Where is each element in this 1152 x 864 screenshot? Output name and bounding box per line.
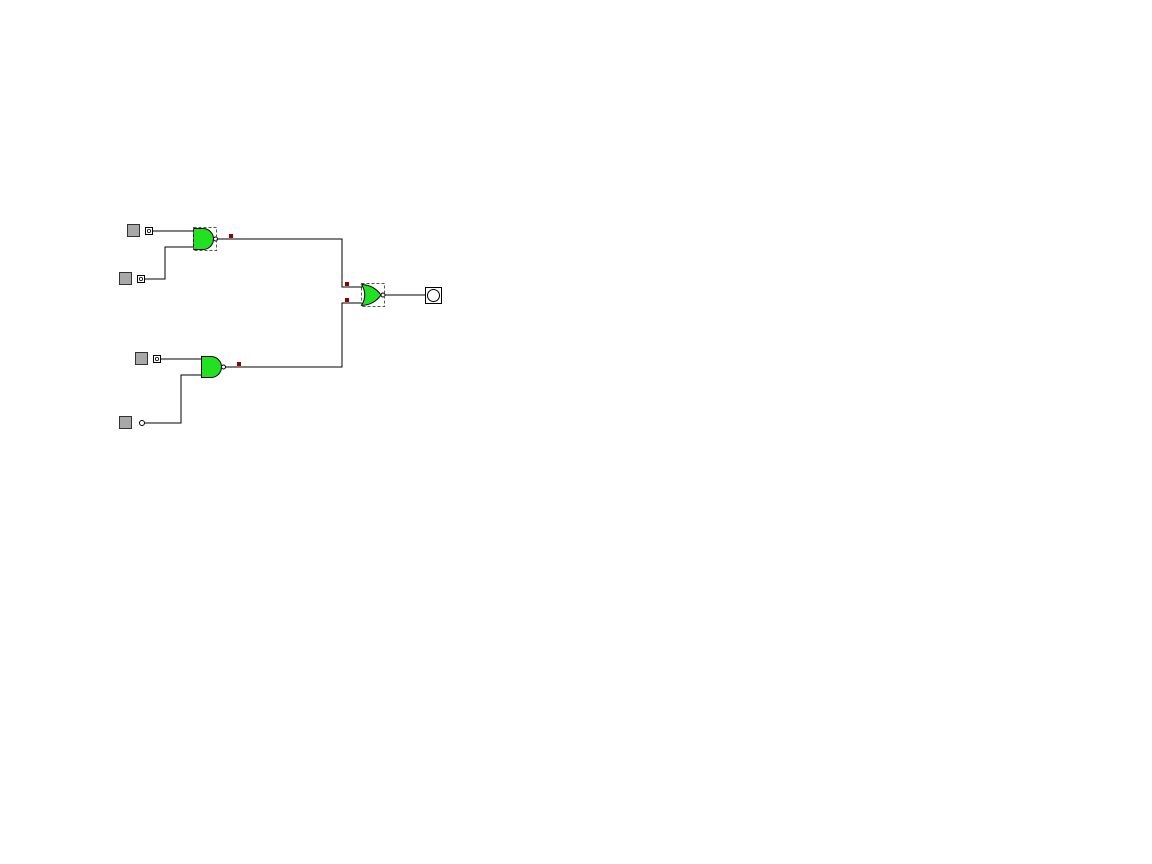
input-switch-1[interactable]: [127, 224, 153, 237]
input-terminal-dot: [146, 228, 151, 233]
output-led-1[interactable]: [425, 287, 442, 304]
gate-1-nand[interactable]: [193, 227, 218, 251]
wire-gate2-gate3[interactable]: [225, 302, 362, 368]
selection-box: [193, 227, 217, 251]
input-switch-2[interactable]: [119, 272, 145, 285]
input-switch-icon[interactable]: [119, 272, 132, 285]
gate-3-nor[interactable]: [360, 283, 386, 307]
input-switch-icon[interactable]: [135, 352, 148, 365]
input-terminal-icon: [153, 355, 161, 363]
nand-gate-icon[interactable]: [193, 228, 214, 250]
input-switch-3[interactable]: [135, 352, 161, 365]
wire-in2-gate1[interactable]: [144, 246, 193, 280]
probe-marker-icon[interactable]: [229, 234, 233, 238]
gate-2-nand[interactable]: [201, 356, 226, 378]
wire-gate1-gate3[interactable]: [217, 238, 362, 288]
input-switch-icon[interactable]: [119, 416, 132, 429]
probe-marker-icon[interactable]: [345, 282, 349, 286]
selection-box: [361, 283, 385, 307]
input-switch-4[interactable]: [119, 416, 145, 429]
input-terminal-dot: [138, 276, 143, 281]
input-terminal-icon: [137, 275, 145, 283]
inversion-bubble-icon: [221, 364, 226, 370]
input-switch-icon[interactable]: [127, 224, 140, 237]
nand-gate-icon[interactable]: [201, 356, 222, 378]
nor-gate-icon[interactable]: [360, 283, 382, 307]
probe-marker-icon[interactable]: [237, 362, 241, 366]
output-led-icon[interactable]: [427, 289, 440, 302]
input-terminal-dot: [154, 356, 159, 361]
input-terminal-icon: [145, 227, 153, 235]
wires: [144, 230, 425, 424]
wire-in4-gate2[interactable]: [145, 374, 201, 424]
probe-markers: [229, 234, 349, 366]
input-terminal-icon: [139, 420, 145, 426]
probe-marker-icon[interactable]: [345, 298, 349, 302]
